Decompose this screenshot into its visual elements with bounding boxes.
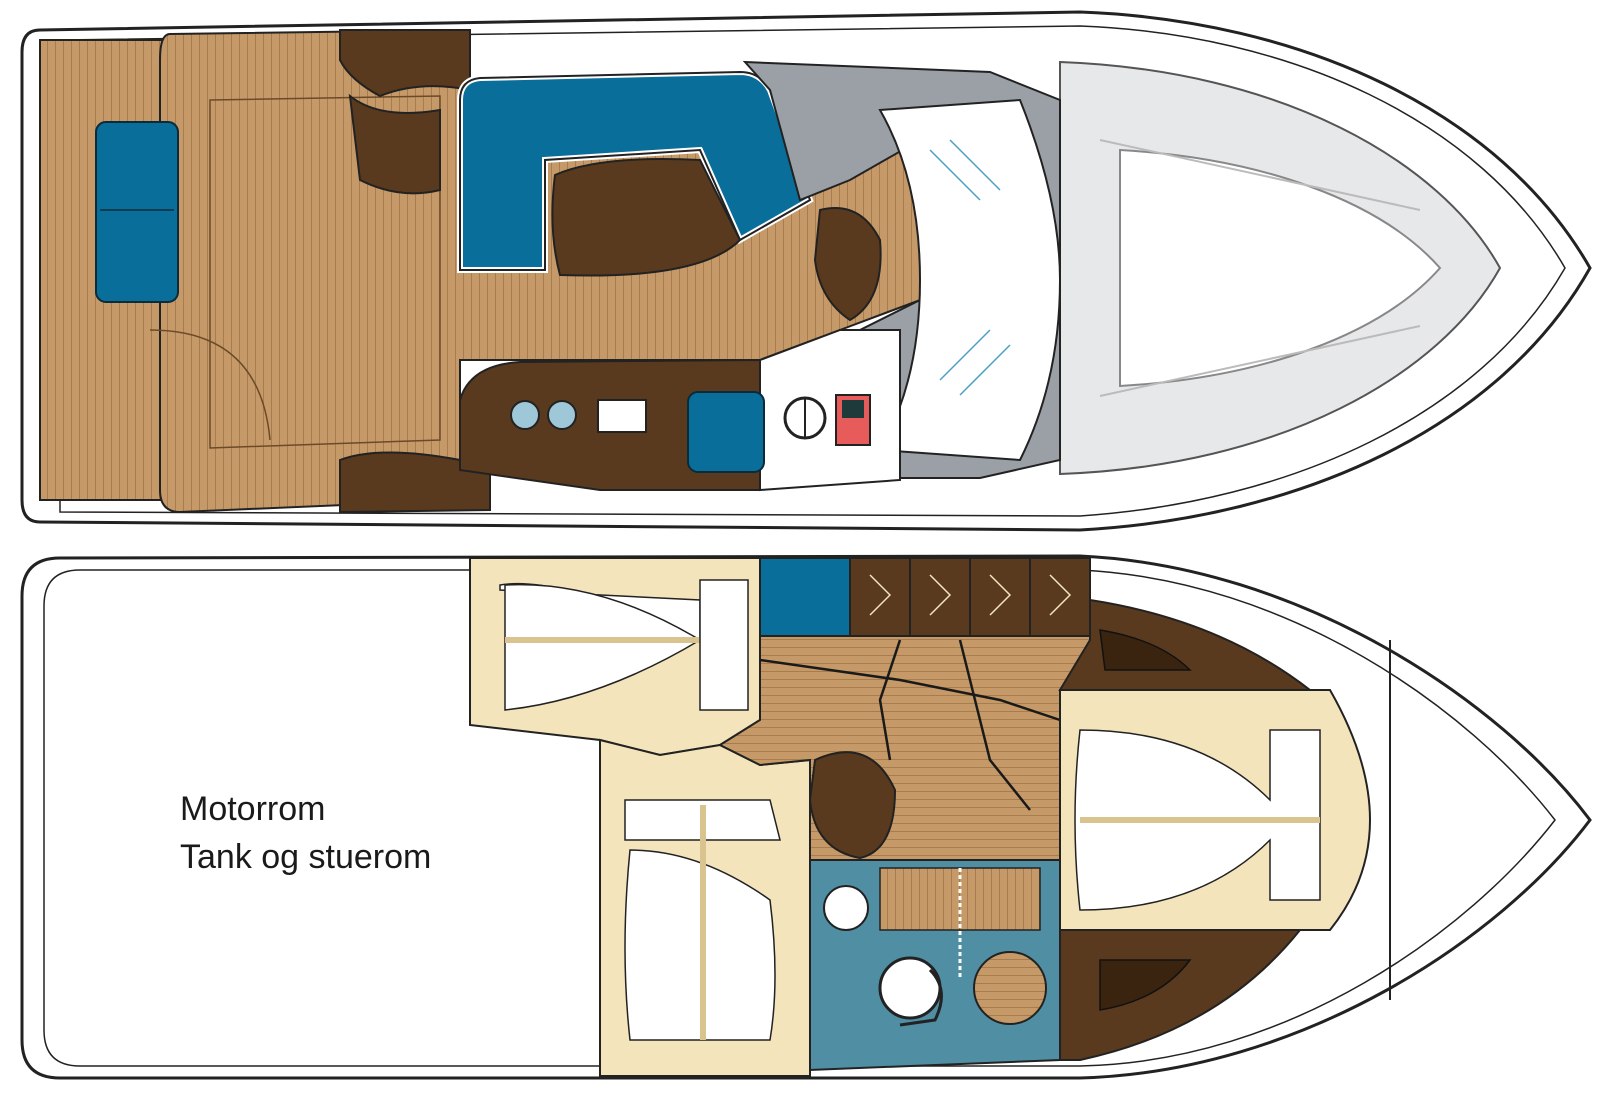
windshield-glass [878, 98, 1062, 462]
stove-burner-icon [510, 400, 540, 430]
wash-basin [823, 885, 869, 931]
toilet-pipe [899, 968, 943, 1027]
tank-storage-label: Tank og stuerom [180, 838, 432, 876]
cockpit-table[interactable] [551, 158, 742, 277]
chartplotter-screen[interactable] [835, 394, 871, 446]
deck-plan [20, 10, 1592, 532]
foredeck-rail-line [1099, 325, 1421, 397]
blue-locker [759, 557, 851, 637]
foredeck-hatch [1119, 148, 1442, 388]
glass-reflection [929, 139, 1011, 396]
transom-cushion[interactable] [95, 121, 179, 303]
engine-room-label: Motorrom [180, 790, 326, 828]
pillow [699, 579, 749, 711]
storage-hatch [1099, 629, 1192, 671]
shower-tray [973, 951, 1047, 1025]
wardrobe-doors[interactable] [849, 557, 1091, 637]
toilet [878, 956, 942, 1020]
galley-sink [597, 399, 647, 433]
storage-hatch [1099, 959, 1192, 1011]
door-swing-arc [149, 329, 271, 441]
cockpit-floor-outline [209, 95, 441, 449]
helm-console [759, 329, 901, 492]
helm-seat[interactable] [813, 207, 882, 322]
saloon-chair[interactable] [808, 751, 897, 860]
foredeck-rail-line [1099, 139, 1421, 211]
interior-hull-inner [43, 569, 1556, 1067]
cockpit-settee-outline [459, 70, 812, 271]
galley-blue-cushion[interactable] [687, 391, 765, 473]
deck-hull-inner [59, 25, 1566, 517]
stove-burner-icon [547, 400, 577, 430]
aft-seat-top[interactable] [339, 29, 471, 195]
floor-panel-lines [759, 639, 1061, 811]
interior-plan [20, 554, 1592, 1080]
